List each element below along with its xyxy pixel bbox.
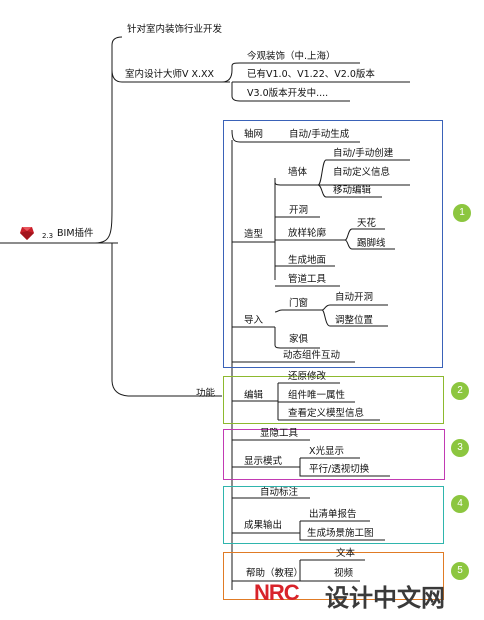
display-item: 平行/透视切换 [309, 464, 370, 475]
display-item: X光显示 [309, 446, 345, 457]
opening-label: 开洞 [289, 205, 309, 216]
branch-product: 室内设计大师V X.XX [125, 69, 215, 80]
import-label: 导入 [244, 315, 264, 326]
group-box-3 [223, 429, 445, 480]
doorwin-item: 调整位置 [335, 315, 374, 326]
wall-label: 墙体 [288, 167, 308, 178]
group-box-2 [223, 376, 444, 424]
modeling-label: 造型 [244, 229, 264, 240]
branch-dev: 针对室内装饰行业开发 [127, 24, 223, 35]
edit-item: 查看定义模型信息 [288, 408, 365, 419]
product-item: 今观装饰（中.上海） [247, 51, 336, 62]
group-box-1 [223, 120, 443, 368]
watermark-text: 设计中文网 [325, 584, 445, 612]
product-item: V3.0版本开发中.... [247, 88, 329, 99]
dimension-label: 自动标注 [260, 487, 299, 498]
edit-item: 组件唯一属性 [288, 390, 346, 401]
axis-child: 自动/手动生成 [289, 129, 350, 140]
product-item: 已有V1.0、V1.22、V2.0版本 [247, 69, 375, 80]
doorwin-item: 自动开洞 [335, 292, 374, 303]
doorwin-label: 门窗 [289, 298, 309, 309]
output-item: 生成场景施工图 [307, 528, 374, 539]
root-prefix: 2.3 [42, 232, 54, 240]
wall-item: 自动定义信息 [333, 167, 391, 178]
group-badge-3: 3 [451, 439, 469, 457]
edit-label: 编辑 [244, 390, 264, 401]
furniture-label: 家俱 [289, 334, 309, 345]
output-item: 出清单报告 [309, 509, 357, 520]
group-box-5 [223, 552, 444, 600]
wall-item: 自动/手动创建 [333, 148, 394, 159]
help-item: 视频 [334, 568, 354, 579]
display-label: 显示模式 [244, 456, 283, 467]
help-item: 文本 [336, 548, 356, 559]
output-label: 成果输出 [244, 520, 283, 531]
ruby-gem-icon [19, 225, 35, 245]
profile-label: 放样轮廓 [288, 228, 327, 239]
axis-label: 轴网 [244, 129, 264, 140]
root-label: BIM插件 [57, 228, 94, 239]
profile-item: 踢脚线 [357, 238, 386, 249]
wall-item: 移动编辑 [333, 185, 372, 196]
edit-item: 还原修改 [288, 371, 327, 382]
hide-label: 显隐工具 [260, 428, 299, 439]
group-badge-2: 2 [451, 382, 469, 400]
group-badge-1: 1 [453, 204, 471, 222]
group-box-4 [223, 486, 444, 544]
profile-item: 天花 [357, 218, 377, 229]
pipe-label: 管道工具 [288, 274, 327, 285]
group-badge-4: 4 [451, 495, 469, 513]
help-label: 帮助（教程） [246, 568, 304, 579]
floor-label: 生成地面 [288, 255, 327, 266]
watermark-logo: NRC [254, 580, 300, 605]
dynamic-label: 动态组件互动 [283, 350, 341, 361]
features-label: 功能 [196, 388, 216, 399]
group-badge-5: 5 [451, 562, 469, 580]
